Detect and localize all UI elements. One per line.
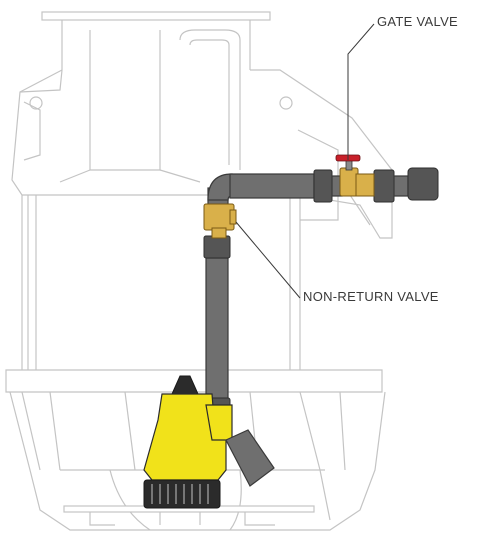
chamber-outline <box>5 11 393 531</box>
discharge-pipework <box>203 167 439 427</box>
gate-valve-label: GATE VALVE <box>377 14 459 29</box>
gate-valve <box>335 154 375 197</box>
non-return-valve-label: NON-RETURN VALVE <box>303 289 439 304</box>
non-return-valve <box>203 203 237 239</box>
non-return-valve-leader <box>235 221 301 299</box>
gate-valve-leader <box>347 23 375 160</box>
submersible-pump <box>143 375 275 509</box>
